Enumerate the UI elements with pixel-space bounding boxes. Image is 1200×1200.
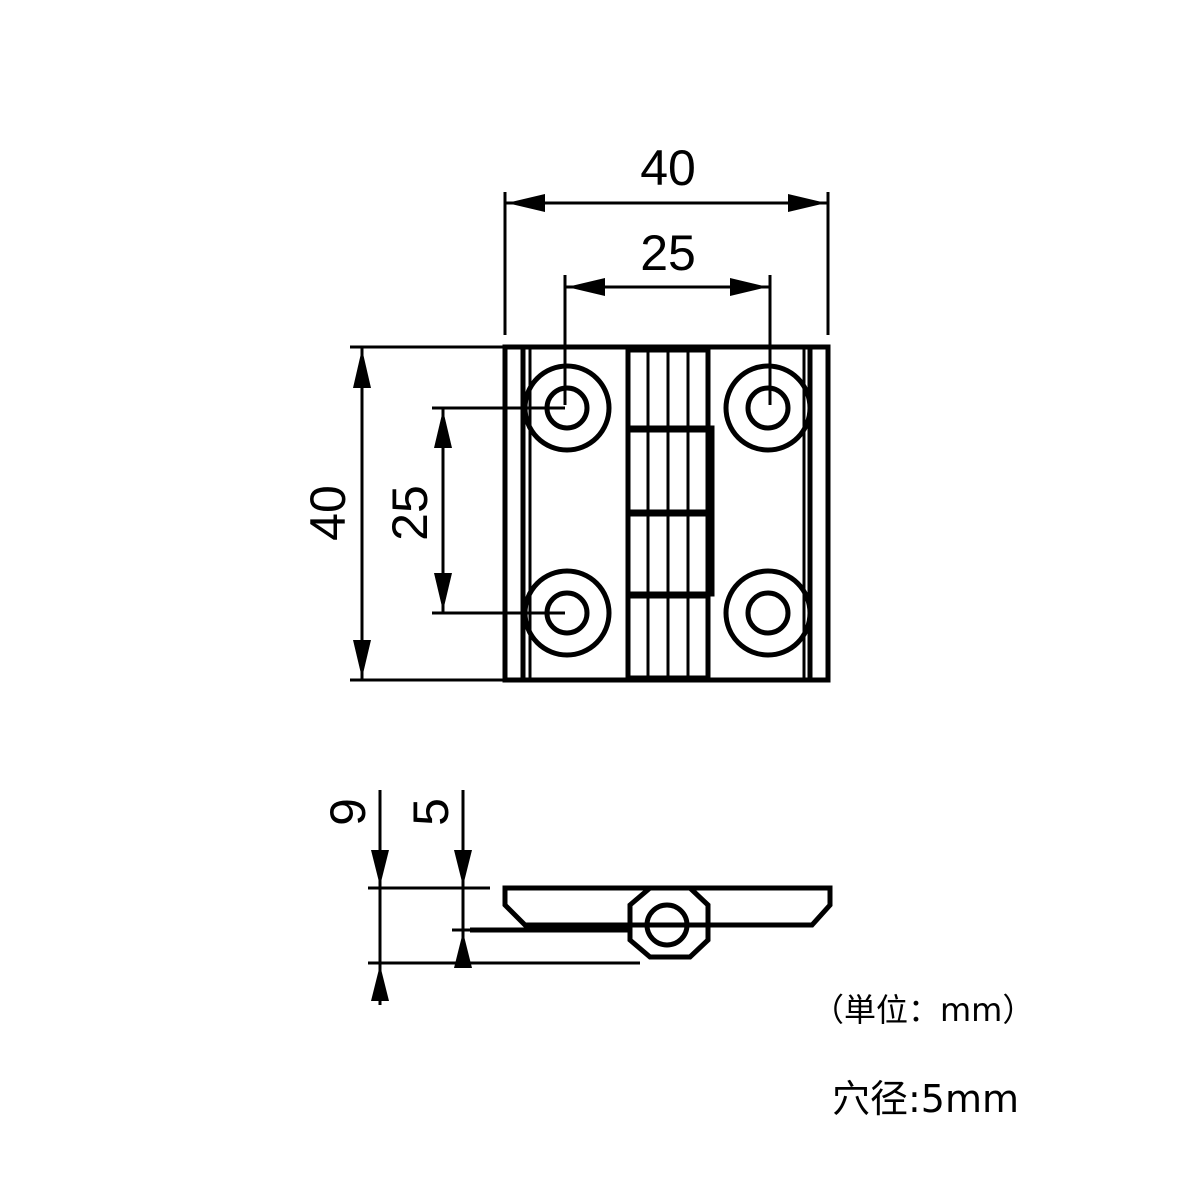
dim-label-top-25: 25 [640,225,696,281]
screw-hole-top-left [522,363,612,453]
screw-hole-bottom-left [522,568,612,658]
dim-left-height-holes: 25 [382,406,565,615]
hinge-side-view [470,885,833,960]
dim-top-width-holes: 25 [563,225,772,405]
screw-hole-top-right [723,363,813,453]
dim-label-left-25: 25 [382,485,438,541]
dim-side-thickness-total: 9 [320,790,640,1005]
hinge-knuckle [625,347,715,681]
dim-label-side-5: 5 [403,798,459,826]
screw-hole-bottom-right [723,568,813,658]
dim-label-left-40: 40 [300,485,356,541]
dim-label-top-40: 40 [640,140,696,196]
dim-label-side-9: 9 [320,798,376,826]
hole-diameter-note: 穴径:5mm [832,1077,1020,1121]
hinge-top-view [502,344,831,683]
unit-note: （単位：mm） [812,991,1035,1029]
dim-left-height-overall: 40 [300,345,505,682]
dim-top-width-overall: 40 [503,140,830,335]
dim-side-thickness-leaf: 5 [403,790,475,968]
